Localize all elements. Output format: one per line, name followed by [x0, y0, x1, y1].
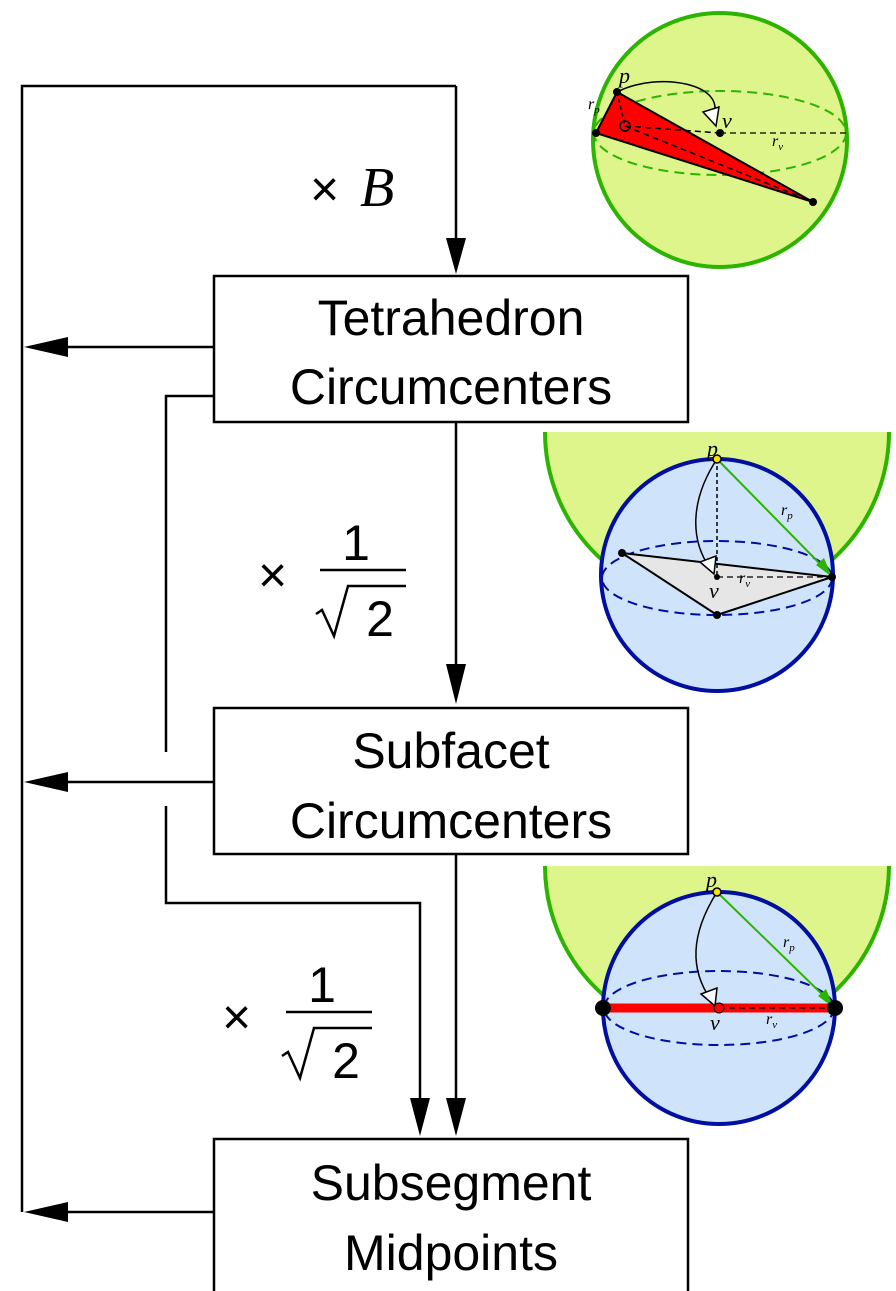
arrowhead-down-subsegment-right: [446, 1098, 466, 1136]
box-subsegment-midpoints: Subsegment Midpoints: [212, 1137, 690, 1291]
circumsphere: [591, 11, 849, 269]
subfacet-bypass-line: [164, 806, 422, 1100]
label-v-2: v: [709, 578, 719, 603]
factor-b-symbol: B: [360, 157, 394, 219]
tetra-bypass-line: [164, 394, 214, 752]
factor1-times: ×: [258, 547, 287, 603]
factor2-times: ×: [222, 989, 251, 1045]
factor1-denominator: 2: [366, 591, 394, 647]
tetra-label-line2: Circumcenters: [290, 359, 612, 415]
factor2-numerator: 1: [308, 957, 336, 1013]
factor-inv-sqrt2-2: × 1 2: [222, 957, 372, 1089]
factor-inv-sqrt2-1: × 1 2: [258, 515, 406, 647]
arrowhead-left-tetra: [24, 337, 68, 357]
label-p-2: p: [705, 436, 718, 461]
arrowhead-left-subfacet: [24, 772, 68, 792]
factor1-sqrt-sign: [315, 584, 406, 640]
arrowheads: [24, 238, 466, 1222]
factor-b-times: ×: [310, 161, 339, 217]
arrowhead-left-subsegment: [24, 1202, 68, 1222]
label-rp-1: rp: [588, 96, 600, 116]
sphere-illustration-subsegment: p v rp rv: [543, 866, 891, 1126]
factor2-denominator: 2: [332, 1033, 360, 1089]
sphere-illustration-tetra: p v rp rv: [588, 11, 849, 269]
factor2-sqrt-sign: [281, 1026, 372, 1082]
subfacet-label-line1: Subfacet: [352, 723, 549, 779]
label-rv-1: rv: [772, 133, 783, 153]
tetra-label-line1: Tetrahedron: [318, 290, 585, 346]
box-subfacet-circumcenters: Subfacet Circumcenters: [212, 706, 690, 856]
arrowhead-down-subfacet: [446, 664, 466, 704]
connectors: [20, 84, 458, 1214]
label-p-3: p: [704, 867, 717, 892]
label-v-1: v: [722, 108, 732, 133]
label-rv-2: rv: [739, 570, 750, 590]
sphere-illustration-subfacet: p v rp rv: [543, 432, 891, 693]
subsegment-label-line2: Midpoints: [344, 1225, 558, 1281]
label-rp-2: rp: [781, 502, 793, 522]
label-p-1: p: [617, 63, 630, 88]
arrowhead-down-tetra: [446, 238, 466, 274]
box-tetrahedron-circumcenters: Tetrahedron Circumcenters: [212, 274, 690, 424]
label-v-3: v: [710, 1010, 720, 1035]
subfacet-triangle: [621, 552, 833, 617]
subfacet-label-line2: Circumcenters: [290, 793, 612, 849]
label-rp-3: rp: [783, 934, 795, 954]
factor1-numerator: 1: [342, 515, 370, 571]
label-rv-3: rv: [766, 1011, 777, 1031]
subsegment-label-line1: Subsegment: [311, 1155, 592, 1211]
tetrahedron-face: [594, 90, 814, 203]
insertion-arrow: [616, 80, 716, 119]
arrowhead-down-subsegment-left: [410, 1098, 430, 1136]
factor-b: × B: [310, 157, 394, 219]
feedback-loop-line: [20, 84, 456, 1212]
